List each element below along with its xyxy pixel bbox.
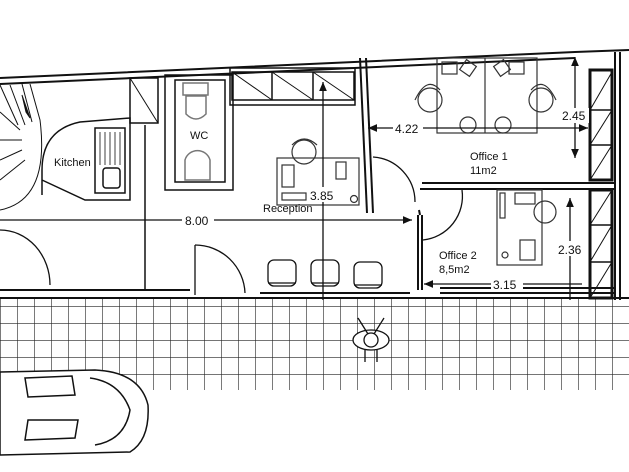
dimension-office1-width: 4.22	[395, 122, 419, 136]
dimension-reception-depth: 3.85	[310, 189, 334, 203]
room-area-office2: 8,5m2	[439, 264, 470, 276]
room-label-reception: Reception	[263, 203, 313, 215]
reception-desk	[276, 138, 360, 206]
dimension-office1-depth: 2.45	[562, 109, 586, 123]
dimension-office2-width: 3.15	[493, 278, 517, 292]
room-label-office2: Office 2	[439, 250, 477, 262]
storage-shelves	[588, 68, 614, 300]
outer-walls	[0, 49, 629, 300]
closet	[129, 77, 159, 290]
kitchen-counter	[41, 117, 131, 201]
office2-desk	[496, 189, 557, 266]
room-area-office1: 11m2	[470, 165, 497, 177]
staircase	[0, 83, 43, 211]
person-figure	[352, 317, 390, 362]
waiting-chairs	[267, 259, 383, 289]
office1-desks	[414, 57, 557, 134]
car	[0, 369, 149, 456]
cabinets	[229, 67, 356, 106]
doors	[0, 156, 464, 295]
dimension-office2-depth: 2.36	[558, 243, 582, 257]
wc-room	[164, 74, 234, 191]
room-label-office1: Office 1	[470, 151, 508, 163]
dimension-reception-width: 8.00	[185, 214, 209, 228]
room-label-wc: WC	[190, 130, 208, 142]
interior-walls	[359, 57, 615, 290]
room-label-kitchen: Kitchen	[54, 157, 91, 169]
